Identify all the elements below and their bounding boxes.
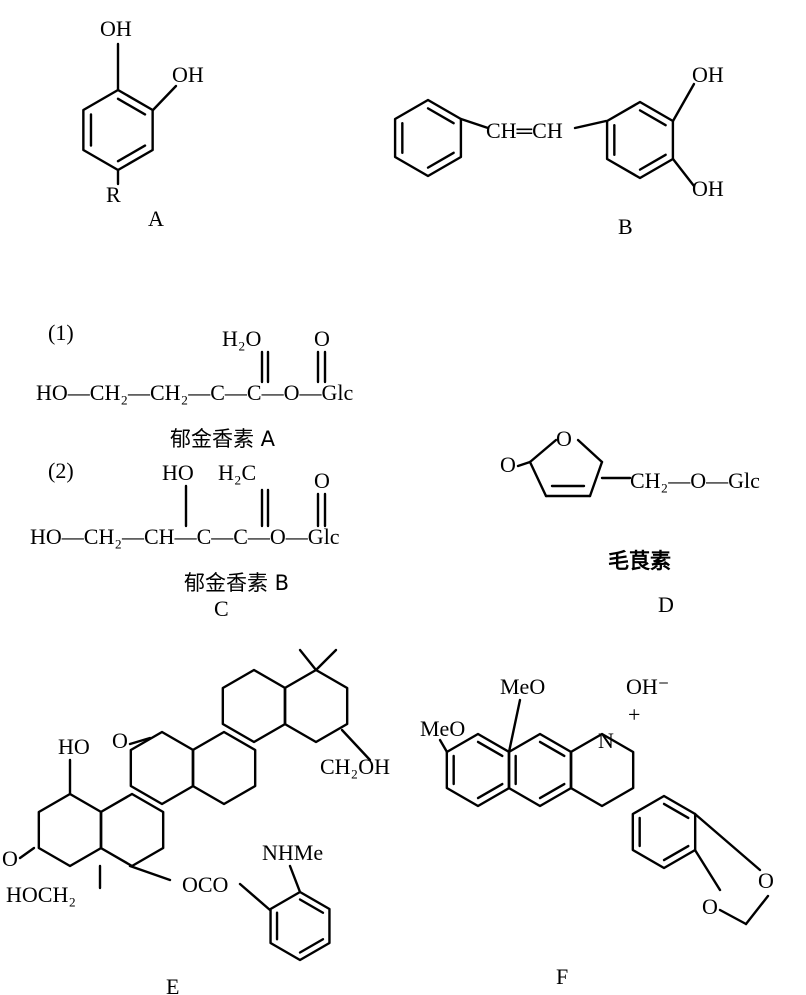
bond: [671, 82, 696, 123]
double-bond: [298, 898, 325, 914]
bond: [507, 698, 522, 754]
e-ch2oh: CH₂OH: [320, 754, 390, 779]
e-label: E: [166, 974, 179, 995]
double-bond: [662, 844, 690, 862]
f-meo-left: MeO: [420, 716, 465, 741]
c-label: C: [214, 596, 229, 621]
bond: [438, 738, 449, 754]
double-bond: [516, 460, 532, 468]
c2-ho: HO: [162, 460, 194, 485]
c2-carbonyl-o: O: [314, 468, 330, 493]
double-bond: [476, 740, 504, 758]
e-ester: OCO: [182, 872, 228, 897]
a-benzene-ring: [82, 88, 154, 172]
bond: [528, 460, 548, 498]
double-bond: [662, 802, 690, 820]
e-hoch2: HOCH₂: [6, 882, 76, 907]
c1-chain: HO—CH₂—CH₂—C—C—O—Glc: [36, 380, 353, 405]
double-bond: [116, 97, 147, 116]
e-ring-e: [221, 668, 287, 744]
double-bond: [128, 736, 152, 746]
double-bond: [476, 782, 504, 800]
e-nhme: NHMe: [262, 840, 323, 865]
bond: [151, 84, 178, 112]
f-plus: +: [628, 702, 640, 727]
bond: [298, 648, 318, 672]
bond: [288, 864, 302, 894]
bond: [314, 648, 338, 672]
a-r-group: R: [106, 182, 121, 207]
f-dioxole-o1: O: [758, 868, 774, 893]
compound-f: MeO MeO OH⁻ + N O O F: [420, 674, 774, 989]
double-bond: [426, 107, 455, 125]
d-label: D: [658, 592, 674, 617]
e-ho: HO: [58, 734, 90, 759]
bond: [128, 864, 172, 882]
bond: [693, 812, 762, 872]
double-bond: [426, 151, 455, 169]
d-ketone-o: O: [500, 452, 516, 477]
e-ring-a: [37, 792, 103, 868]
d-chain: CH₂—O—Glc: [630, 468, 760, 493]
bond: [18, 846, 36, 860]
e-benzene-ring: [269, 890, 331, 962]
double-bond: [638, 153, 667, 171]
e-ring-f: [283, 668, 349, 744]
c2-name: 郁金香素 B: [184, 571, 289, 595]
bond: [238, 882, 272, 912]
e-ring-c: [129, 730, 195, 806]
bond: [459, 117, 490, 130]
e-ring-b: [99, 792, 165, 868]
bond: [718, 908, 748, 926]
bond: [573, 119, 608, 130]
compound-b: CH═CH OH OH B: [486, 62, 724, 239]
c2-substituent: H₂C: [218, 460, 256, 485]
f-meo-top: MeO: [500, 674, 545, 699]
a-oh-right: OH: [172, 62, 204, 87]
c1-substituent: H₂O: [222, 326, 261, 351]
f-label: F: [556, 964, 568, 989]
bond: [671, 157, 696, 188]
bond: [340, 728, 372, 762]
b-vinylene: CH═CH: [486, 118, 563, 143]
compound-d: O O CH₂—O—Glc 毛茛素 D: [500, 426, 760, 617]
bond: [528, 438, 558, 464]
d-ring-o: O: [556, 426, 572, 451]
bond: [744, 894, 770, 926]
f-ring-4: [631, 794, 697, 870]
double-bond: [298, 938, 325, 954]
f-ring-2: [507, 732, 573, 808]
double-bond: [538, 782, 566, 800]
c1-carbonyl-o: O: [314, 326, 330, 351]
bond: [576, 438, 604, 464]
bond: [693, 848, 722, 892]
f-ring-1: [445, 732, 511, 808]
double-bond: [538, 740, 566, 758]
b-oh-bottom: OH: [692, 176, 724, 201]
c1-name: 郁金香素 A: [170, 427, 276, 451]
compound-e: O HO O HOCH₂ CH₂OH NHMe OCO E: [2, 728, 390, 995]
b-label: B: [618, 214, 633, 239]
a-oh-top: OH: [100, 16, 132, 41]
f-ring-3: [569, 732, 635, 808]
bond: [588, 460, 604, 498]
e-o: O: [2, 846, 18, 871]
compound-c: (1) H₂O O HO—CH₂—CH₂—C—C—O—Glc 郁金香素 A (2…: [30, 320, 353, 621]
c2-chain: HO—CH₂—CH—C—C—O—Glc: [30, 524, 340, 549]
b-phenyl-ring: [393, 98, 463, 178]
d-name: 毛茛素: [608, 549, 671, 573]
c1-number: (1): [48, 320, 74, 345]
e-ketone-o: O: [112, 728, 128, 753]
f-hydroxide: OH⁻: [626, 674, 669, 699]
b-oh-top: OH: [692, 62, 724, 87]
f-dioxole-o2: O: [702, 894, 718, 919]
f-nitrogen: N: [598, 728, 614, 753]
double-bond: [638, 109, 667, 127]
c2-number: (2): [48, 458, 74, 483]
e-ring-d: [191, 730, 257, 806]
compound-a: OH OH R A: [100, 16, 204, 231]
a-label: A: [148, 206, 164, 231]
double-bond: [116, 144, 147, 163]
b-resorcinol-ring: [605, 100, 675, 180]
